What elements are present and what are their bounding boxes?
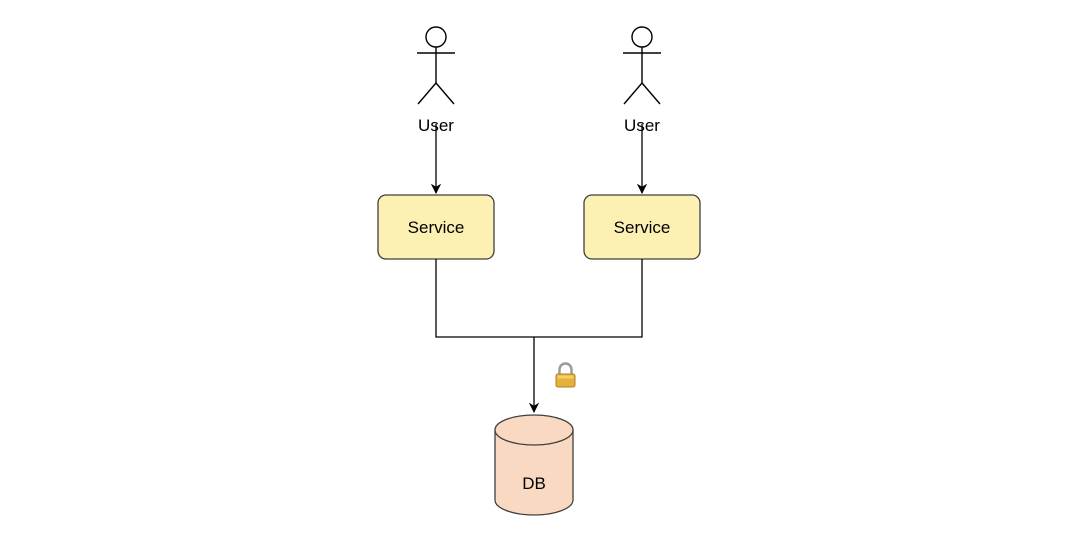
service-node-left[interactable]: Service — [377, 194, 495, 260]
actor-user-right[interactable]: User — [623, 26, 661, 135]
lock-icon — [555, 362, 576, 388]
database-cylinder — [494, 430, 574, 516]
edge-service-left-to-db — [435, 259, 534, 338]
database-label: DB — [522, 474, 546, 493]
service-node-right[interactable]: Service — [583, 194, 701, 260]
service-label: Service — [614, 218, 671, 237]
database-top — [494, 414, 574, 446]
stick-figure-icon — [417, 26, 455, 105]
edge-service-right-to-db — [534, 259, 643, 338]
stick-figure-icon — [623, 26, 661, 105]
actor-user-left[interactable]: User — [417, 26, 455, 135]
database-node[interactable]: DB — [494, 414, 574, 516]
service-label: Service — [408, 218, 465, 237]
